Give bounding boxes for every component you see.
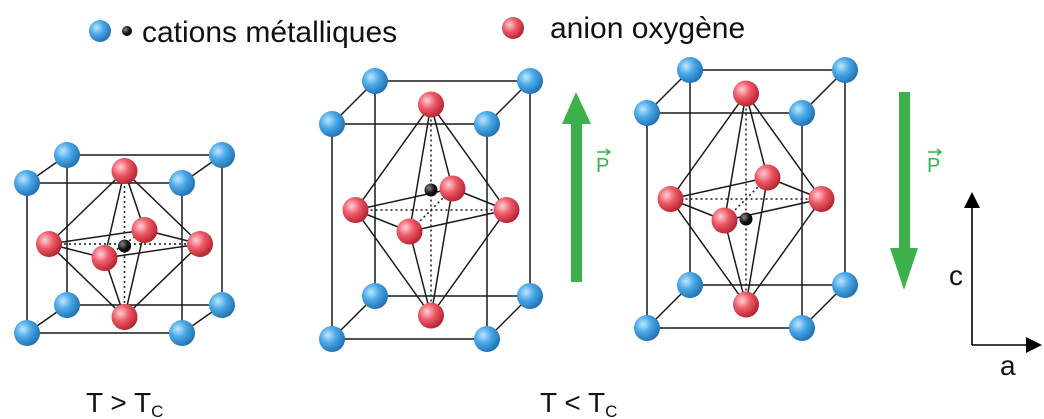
octahedron-edge: [745, 198, 823, 305]
octahedron-edge: [48, 243, 126, 318]
octahedron-edge: [123, 229, 146, 318]
octahedron-edge: [355, 187, 453, 211]
legend-cation-blue-icon: [89, 20, 111, 42]
octahedron-edge: [409, 209, 507, 233]
corner-cation: [14, 170, 40, 196]
oxygen-anion: [396, 218, 423, 245]
legend-anion-label: anion oxygène: [550, 12, 745, 45]
oxygen-anion: [111, 304, 138, 330]
oxygen-anion: [36, 231, 62, 257]
oxygen-anion: [342, 197, 369, 223]
oxygen-anion: [808, 186, 835, 212]
corner-cation: [789, 100, 815, 126]
corner-cation: [54, 142, 80, 168]
octahedron-edge: [745, 93, 769, 178]
octahedron-edge: [430, 104, 454, 189]
octahedron-edge: [354, 104, 432, 211]
legend: cations métalliques anion oxygène: [89, 12, 745, 49]
cubic-condition-main: T > T: [86, 387, 151, 418]
octahedron-edge: [669, 93, 747, 200]
octahedron-edge: [123, 243, 201, 318]
corner-cation: [517, 283, 543, 309]
oxygen-anion: [657, 186, 684, 212]
oxygen-anion: [418, 91, 444, 118]
svg-text:T < TC: T < TC: [540, 387, 617, 419]
octahedron-edge: [430, 209, 508, 316]
octahedron-edge: [103, 170, 126, 259]
polarization-label-down: P: [927, 148, 943, 177]
central-cation: [118, 239, 131, 253]
tetragonal-condition-sub: C: [605, 402, 617, 419]
corner-cation: [677, 272, 703, 298]
oxygen-anion: [733, 291, 759, 318]
crystal-cubic-structure: [14, 142, 235, 346]
corner-cation: [209, 292, 235, 318]
oxygen-anion: [754, 164, 781, 191]
svg-text:P: P: [927, 155, 940, 177]
corner-cation: [832, 272, 858, 298]
cubic-condition-sub: C: [151, 402, 163, 419]
svg-text:T > TC: T > TC: [86, 387, 163, 419]
oxygen-anion: [711, 207, 738, 234]
central-cation: [739, 212, 753, 226]
svg-text:P: P: [596, 155, 609, 177]
octahedron-edge: [104, 243, 201, 259]
oxygen-anion: [91, 245, 118, 271]
tetragonal-condition-main: T < T: [540, 387, 605, 418]
octahedron-edge: [408, 231, 432, 316]
corner-cation: [319, 111, 345, 137]
octahedron-edge: [354, 209, 432, 316]
octahedron-edge: [408, 104, 432, 232]
crystal-tetragonal-down-structure: [634, 57, 858, 341]
corner-cation: [169, 320, 195, 346]
octahedron-edge: [745, 177, 769, 305]
corner-cation: [169, 170, 195, 196]
legend-cation-black-icon: [122, 26, 132, 36]
axes-indicator: c a: [949, 192, 1042, 381]
corner-cation: [832, 57, 858, 83]
corner-cation: [362, 283, 388, 309]
corner-cation: [474, 111, 500, 137]
octahedron-edge: [723, 220, 747, 305]
octahedron-edge: [48, 170, 126, 245]
legend-anion-red-icon: [502, 17, 524, 39]
octahedron-edge: [723, 93, 747, 221]
corner-cation: [319, 326, 345, 352]
polarization-arrow-down: [890, 92, 918, 290]
corner-cation: [362, 68, 388, 94]
octahedron-edge: [724, 198, 822, 222]
legend-cations-label: cations métalliques: [142, 16, 397, 49]
octahedron-edge: [669, 198, 747, 305]
oxygen-anion: [418, 302, 444, 329]
corner-cation: [517, 68, 543, 94]
corner-cation: [474, 326, 500, 352]
oxygen-anion: [111, 158, 138, 184]
oxygen-anion: [733, 80, 759, 107]
polarization-label-up: P: [596, 148, 612, 177]
corner-cation: [54, 292, 80, 318]
octahedron-edge: [48, 229, 145, 245]
corner-cation: [634, 100, 660, 126]
oxygen-anion: [439, 175, 466, 202]
cubic-temperature-condition: T > TC: [86, 387, 163, 419]
central-cation: [424, 183, 438, 197]
tetragonal-temperature-condition: T < TC: [540, 387, 617, 419]
corner-cation: [677, 57, 703, 83]
octahedron-edge: [670, 176, 768, 200]
corner-cation: [789, 315, 815, 341]
oxygen-anion: [187, 231, 213, 257]
oxygen-anion: [493, 197, 520, 223]
polarization-arrow-up: [562, 92, 591, 282]
corner-cation: [634, 315, 660, 341]
octahedron-edge: [430, 104, 508, 211]
axis-c-label: c: [949, 260, 963, 291]
octahedron-edge: [745, 93, 823, 200]
corner-cation: [14, 320, 40, 346]
crystal-tetragonal-up-structure: [319, 68, 543, 352]
axis-a-label: a: [1000, 350, 1016, 381]
corner-cation: [209, 142, 235, 168]
octahedron-edge: [430, 188, 454, 316]
oxygen-anion: [131, 217, 158, 243]
